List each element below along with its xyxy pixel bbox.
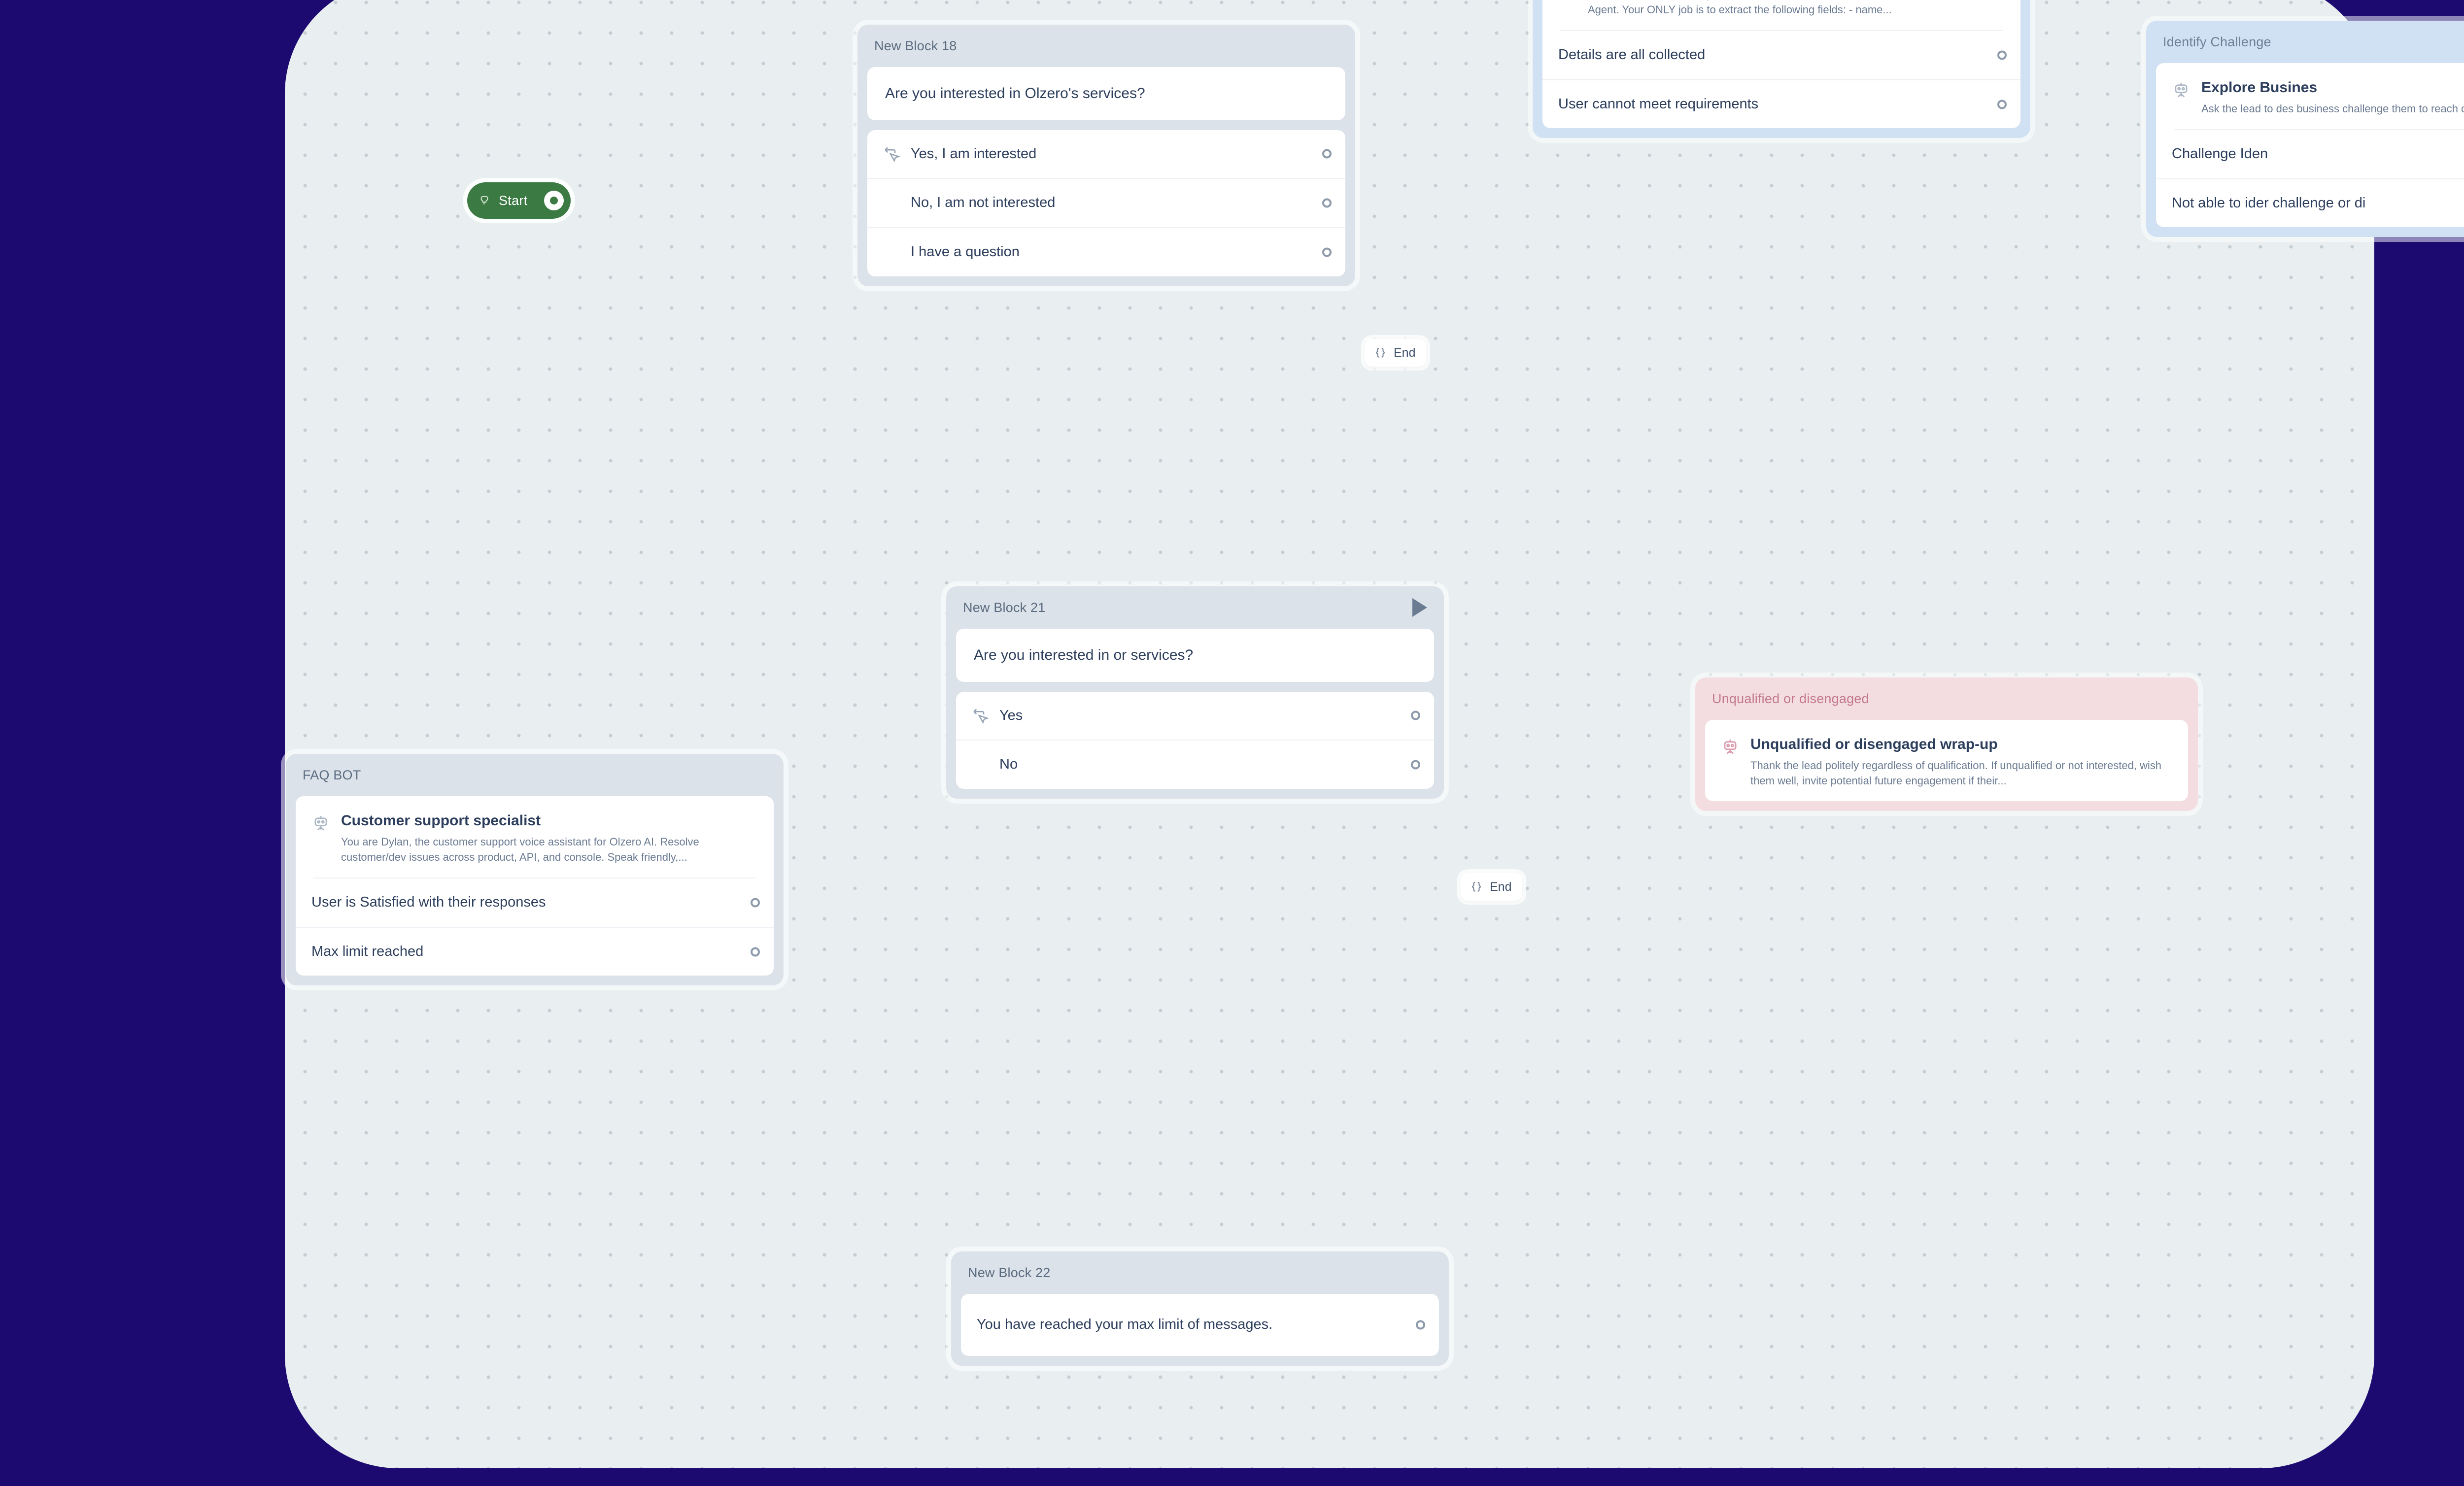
option-port[interactable]: [751, 947, 760, 957]
prompt-text: Are you interested in or services?: [974, 647, 1194, 663]
options-panel: Yes, I am interested No, I am not intere…: [867, 130, 1345, 276]
robot-pink-icon: [1724, 739, 1737, 754]
start-label: Start: [499, 193, 528, 208]
block-unqualified-or-disengaged[interactable]: Unqualified or disengaged Unqualified or…: [1695, 677, 2198, 811]
option-port[interactable]: [1997, 100, 2007, 109]
robot-icon: [314, 815, 327, 831]
option-port[interactable]: [1322, 247, 1332, 257]
prompt-panel[interactable]: Are you interested in Olzero's services?: [867, 67, 1345, 120]
end-node[interactable]: End: [1365, 339, 1427, 367]
end-label: End: [1394, 345, 1416, 360]
option-label: You have reached your max limit of messa…: [977, 1317, 1273, 1332]
option-row[interactable]: You have reached your max limit of messa…: [961, 1294, 1439, 1356]
agent-description: You work for Olzero and your role would …: [1588, 0, 1985, 16]
option-row[interactable]: Max limit reached: [296, 926, 774, 976]
prompt-text: Are you interested in Olzero's services?: [885, 85, 1145, 101]
prompt-panel[interactable]: Are you interested in or services?: [956, 629, 1434, 682]
option-label: Details are all collected: [1558, 47, 1706, 63]
block-header[interactable]: New Block 18: [857, 25, 1355, 67]
option-label: No: [999, 756, 1018, 773]
block-information-collector[interactable]: Information collector specialist 2 You w…: [1533, 0, 2030, 138]
lightbulb-icon: [480, 196, 488, 205]
option-label: User cannot meet requirements: [1558, 96, 1759, 112]
block-header[interactable]: New Block 21: [946, 586, 1444, 629]
block-header[interactable]: Identify Challenge: [2146, 21, 2464, 63]
play-icon[interactable]: [1412, 598, 1427, 617]
option-row[interactable]: Not able to ider challenge or di: [2156, 178, 2464, 228]
block-title: Identify Challenge: [2163, 34, 2271, 49]
agent-description: You are Dylan, the customer support voic…: [341, 835, 699, 863]
block-header[interactable]: FAQ BOT: [286, 754, 784, 796]
option-label: I have a question: [911, 243, 1020, 260]
option-label: No, I am not interested: [911, 195, 1056, 211]
block-new-block-21[interactable]: New Block 21 Are you interested in or se…: [946, 586, 1444, 799]
agent-title: Explore Busines: [2201, 79, 2318, 96]
options-panel: You have reached your max limit of messa…: [961, 1294, 1439, 1356]
block-title: Unqualified or disengaged: [1712, 691, 1869, 706]
option-label: Max limit reached: [311, 943, 424, 959]
end-node[interactable]: End: [1461, 873, 1523, 901]
option-row[interactable]: User is Satisfied with their responses: [296, 878, 774, 927]
agent-title: Unqualified or disengaged wrap-up: [1750, 736, 1998, 752]
option-label: User is Satisfied with their responses: [311, 894, 546, 911]
option-row[interactable]: Details are all collected: [1542, 31, 2020, 79]
block-header[interactable]: Unqualified or disengaged: [1695, 677, 2198, 720]
block-title: New Block 22: [968, 1265, 1051, 1280]
block-header[interactable]: New Block 22: [951, 1251, 1449, 1294]
agent-panel: Customer support specialist You are Dyla…: [296, 796, 774, 976]
agent-row[interactable]: Unqualified or disengaged wrap-up Thank …: [1705, 720, 2188, 801]
divider: [2174, 129, 2464, 130]
option-port[interactable]: [1322, 149, 1332, 159]
option-row[interactable]: I have a question: [867, 227, 1345, 276]
braces-icon: [1472, 881, 1481, 892]
agent-panel: Unqualified or disengaged wrap-up Thank …: [1705, 720, 2188, 802]
agent-row[interactable]: Information collector specialist 2 You w…: [1542, 0, 2020, 30]
block-title: FAQ BOT: [303, 767, 361, 782]
option-port[interactable]: [1997, 50, 2007, 60]
option-label: Challenge Iden: [2172, 145, 2268, 162]
option-label: Not able to ider challenge or di: [2172, 195, 2366, 211]
option-row[interactable]: No: [956, 740, 1434, 789]
robot-icon: [2175, 82, 2188, 98]
agent-description: Thank the lead politely regardless of qu…: [1750, 759, 2162, 787]
agent-row[interactable]: Explore Busines Ask the lead to des busi…: [2156, 63, 2464, 129]
option-row[interactable]: Challenge Iden: [2156, 130, 2464, 178]
option-port[interactable]: [1411, 710, 1420, 720]
option-label: Yes: [999, 707, 1023, 723]
block-identify-challenge[interactable]: Identify Challenge Explore Busines Ask t…: [2146, 21, 2464, 237]
option-port[interactable]: [1322, 198, 1332, 208]
start-node[interactable]: Start: [467, 182, 571, 219]
option-port[interactable]: [751, 898, 760, 908]
agent-title: Customer support specialist: [341, 812, 541, 829]
block-title: New Block 21: [963, 600, 1046, 615]
pointer-icon: [885, 147, 900, 163]
agent-panel: Information collector specialist 2 You w…: [1542, 0, 2020, 129]
braces-icon: [1376, 347, 1385, 358]
option-row[interactable]: User cannot meet requirements: [1542, 79, 2020, 129]
agent-row[interactable]: Customer support specialist You are Dyla…: [296, 796, 774, 878]
end-label: End: [1490, 879, 1512, 894]
block-new-block-18[interactable]: New Block 18 Are you interested in Olzer…: [857, 25, 1355, 286]
pointer-icon: [973, 709, 989, 724]
agent-description: Ask the lead to des business challenge t…: [2201, 102, 2464, 115]
block-new-block-22[interactable]: New Block 22 You have reached your max l…: [951, 1251, 1449, 1366]
divider: [1560, 30, 2003, 32]
option-row[interactable]: Yes: [956, 692, 1434, 740]
agent-panel: Explore Busines Ask the lead to des busi…: [2156, 63, 2464, 228]
option-row[interactable]: No, I am not interested: [867, 178, 1345, 227]
option-port[interactable]: [1416, 1320, 1425, 1330]
output-port-icon[interactable]: [544, 191, 564, 210]
block-title: New Block 18: [874, 38, 957, 53]
option-port[interactable]: [1411, 760, 1420, 770]
block-faq-bot[interactable]: FAQ BOT Customer support specialist You …: [286, 754, 784, 986]
option-row[interactable]: Yes, I am interested: [867, 130, 1345, 178]
option-label: Yes, I am interested: [911, 145, 1037, 162]
options-panel: Yes No: [956, 691, 1434, 789]
